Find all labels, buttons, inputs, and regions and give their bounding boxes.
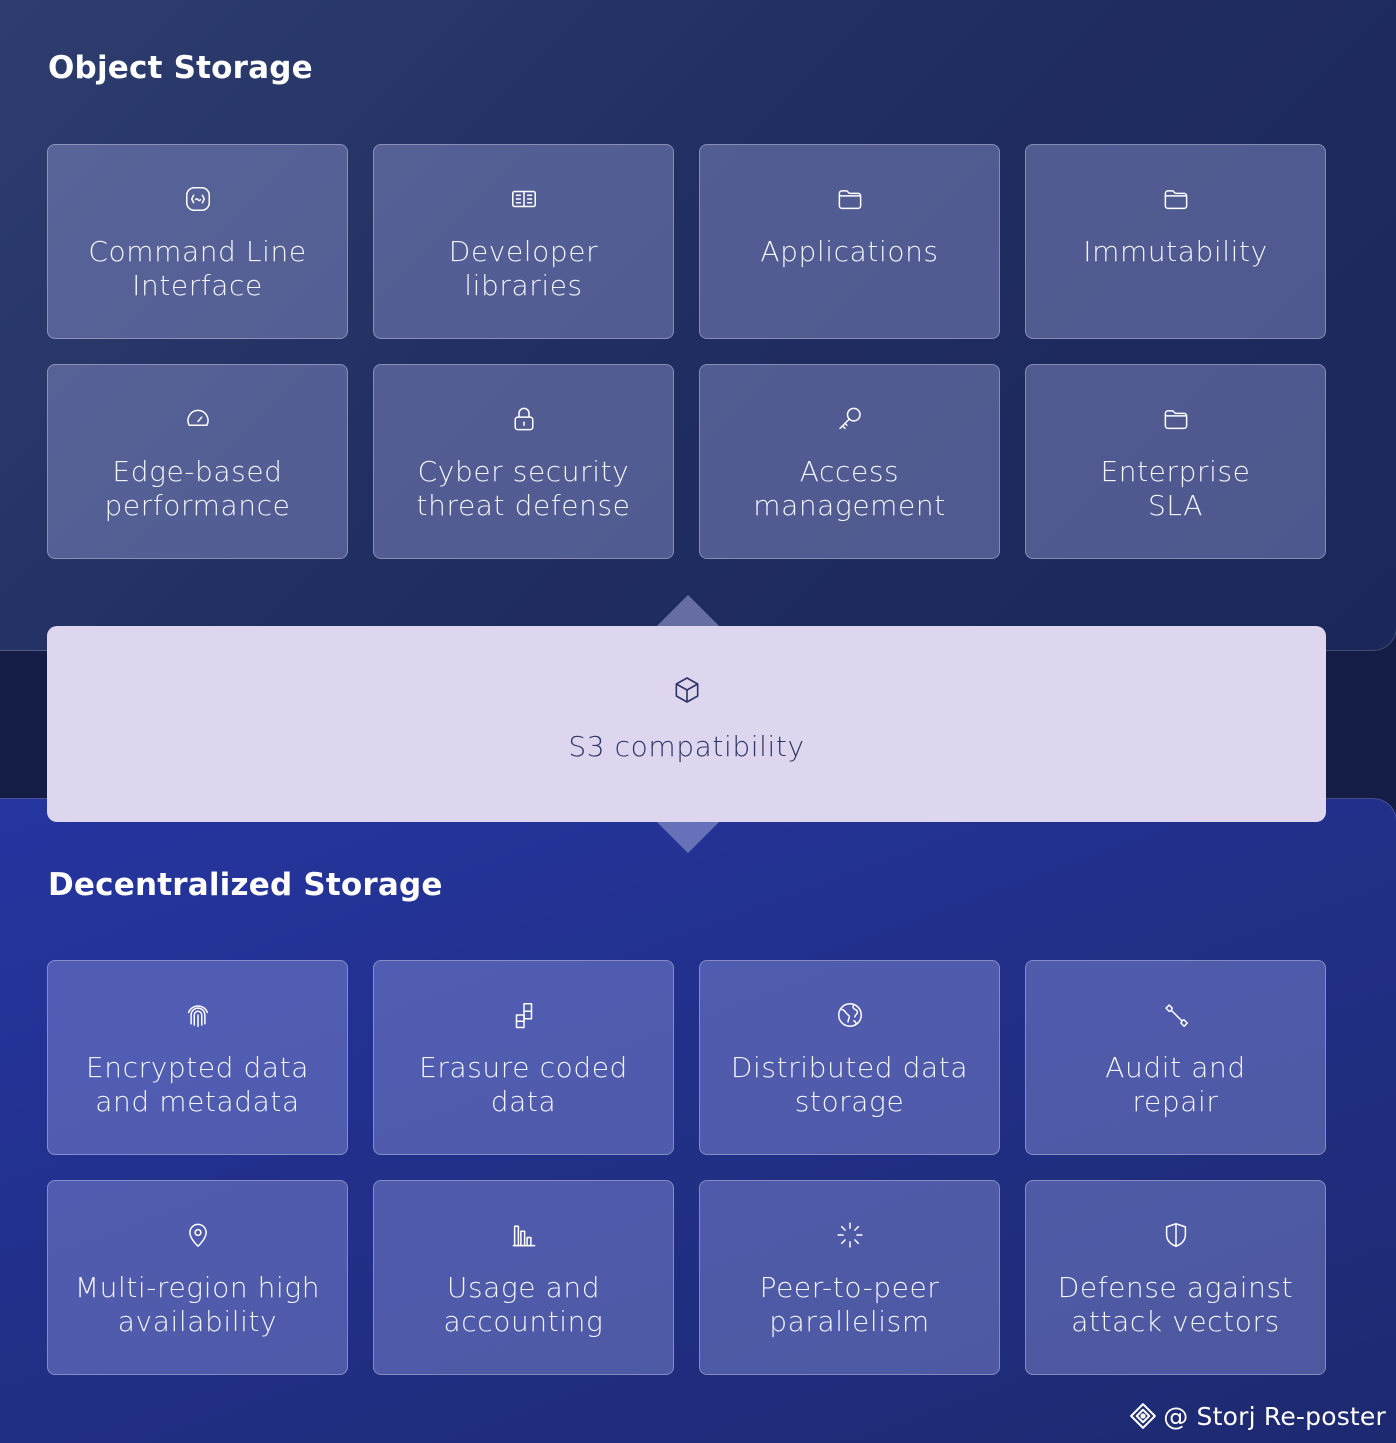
card-cyber-security-threat-defense: Cyber security threat defense — [373, 364, 674, 559]
s3-compatibility-bar: S3 compatibility — [47, 626, 1326, 822]
card-encrypted-data: Encrypted data and metadata — [47, 960, 348, 1155]
card-access-management: Access management — [699, 364, 1000, 559]
card-edge-based-performance: Edge-based performance — [47, 364, 348, 559]
card-label: Usage and accounting — [443, 1271, 604, 1338]
object-storage-panel: Object Storage Command Line Interface De… — [0, 0, 1396, 651]
terminal-icon — [182, 183, 214, 215]
wrench-icon — [1160, 999, 1192, 1031]
gauge-icon — [182, 403, 214, 435]
card-usage-and-accounting: Usage and accounting — [373, 1180, 674, 1375]
card-label: Cyber security threat defense — [416, 455, 631, 522]
folder-icon — [1160, 403, 1192, 435]
object-storage-title: Object Storage — [48, 50, 313, 86]
decentralized-storage-title: Decentralized Storage — [48, 867, 443, 903]
card-label: Multi-region high availability — [74, 1271, 321, 1338]
lock-icon — [508, 403, 540, 435]
card-label: Immutability — [1083, 235, 1268, 268]
blocks-icon — [508, 999, 540, 1031]
card-audit-and-repair: Audit and repair — [1025, 960, 1326, 1155]
card-label: Encrypted data and metadata — [85, 1051, 310, 1118]
object-storage-grid: Command Line Interface Developer librari… — [47, 144, 1326, 559]
card-label: Audit and repair — [1105, 1051, 1246, 1118]
card-erasure-coded-data: Erasure coded data — [373, 960, 674, 1155]
s3-compatibility-label: S3 compatibility — [568, 730, 805, 763]
card-applications: Applications — [699, 144, 1000, 339]
card-peer-to-peer-parallelism: Peer-to-peer parallelism — [699, 1180, 1000, 1375]
watermark-text: @ Storj Re-poster — [1163, 1401, 1386, 1431]
card-label: Edge-based performance — [104, 455, 291, 522]
key-icon — [834, 403, 866, 435]
globe-icon — [834, 999, 866, 1031]
card-defense-against-attack-vectors: Defense against attack vectors — [1025, 1180, 1326, 1375]
map-pin-icon — [182, 1219, 214, 1251]
card-enterprise-sla: Enterprise SLA — [1025, 364, 1326, 559]
card-label: Distributed data storage — [730, 1051, 969, 1118]
folder-icon — [1160, 183, 1192, 215]
decentralized-storage-grid: Encrypted data and metadata Erasure code… — [47, 960, 1326, 1375]
cube-icon — [671, 674, 703, 706]
watermark: @ Storj Re-poster — [1127, 1400, 1386, 1432]
shield-icon — [1160, 1219, 1192, 1251]
folder-icon — [834, 183, 866, 215]
bar-chart-icon — [508, 1219, 540, 1251]
card-label: Enterprise SLA — [1100, 455, 1251, 522]
card-label: Access management — [753, 455, 946, 522]
decentralized-storage-panel: Decentralized Storage Encrypted data and… — [0, 798, 1396, 1443]
card-label: Command Line Interface — [88, 235, 307, 302]
card-developer-libraries: Developer libraries — [373, 144, 674, 339]
book-icon — [508, 183, 540, 215]
card-command-line-interface: Command Line Interface — [47, 144, 348, 339]
card-label: Defense against attack vectors — [1057, 1271, 1294, 1338]
loader-icon — [834, 1219, 866, 1251]
card-immutability: Immutability — [1025, 144, 1326, 339]
card-multi-region-availability: Multi-region high availability — [47, 1180, 348, 1375]
card-label: Peer-to-peer parallelism — [759, 1271, 940, 1338]
fingerprint-icon — [182, 999, 214, 1031]
card-label: Applications — [760, 235, 939, 268]
card-label: Erasure coded data — [419, 1051, 628, 1118]
card-distributed-data-storage: Distributed data storage — [699, 960, 1000, 1155]
card-label: Developer libraries — [448, 235, 599, 302]
logo-icon — [1127, 1400, 1159, 1432]
